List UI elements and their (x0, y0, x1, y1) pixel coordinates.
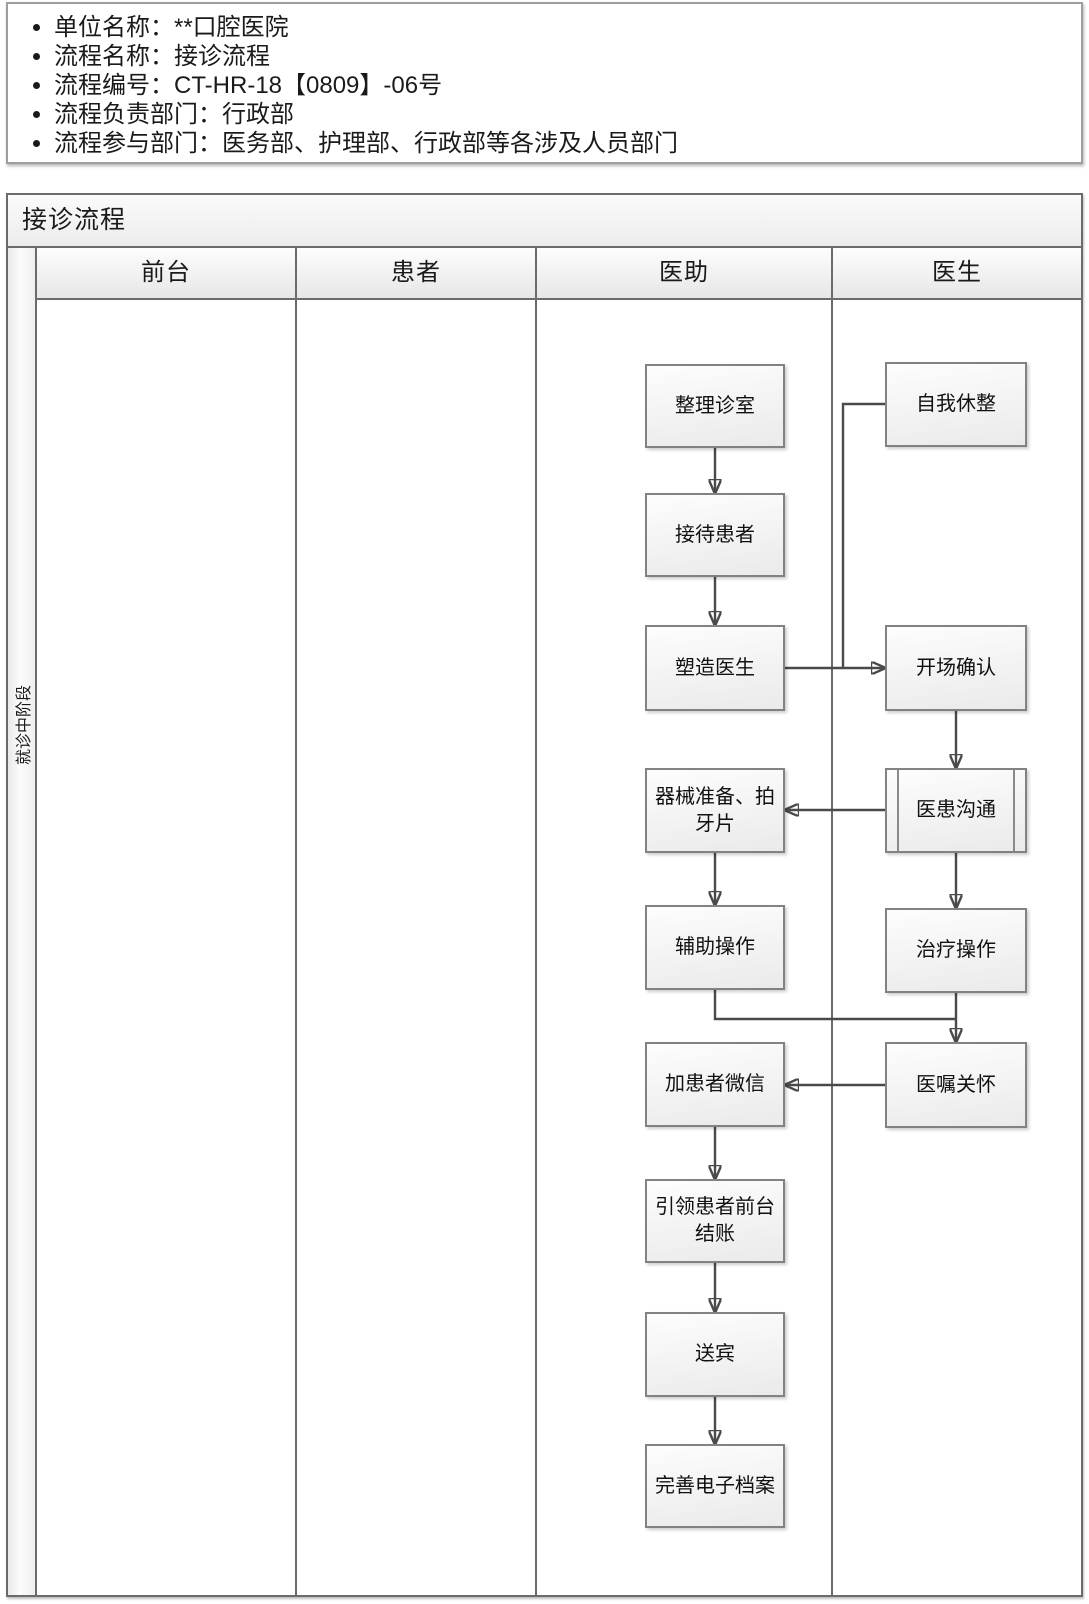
node-label: 辅助操作 (675, 936, 755, 958)
node-complete-electronic-records: 完善电子档案 (645, 1444, 785, 1528)
node-treatment-operation: 治疗操作 (885, 908, 1027, 993)
node-label: 送宾 (695, 1343, 735, 1365)
node-assist-operation: 辅助操作 (645, 905, 785, 990)
node-label: 完善电子档案 (655, 1474, 775, 1497)
process-info-panel: 单位名称：**口腔医院 流程名称：接诊流程 流程编号：CT-HR-18【0809… (6, 2, 1083, 164)
node-label: 器械准备、拍牙片 (655, 785, 775, 835)
lane-header-front-desk: 前台 (37, 248, 295, 300)
phase-strip: 就诊中阶段 (8, 248, 37, 1595)
node-label: 引领患者前台结账 (655, 1196, 775, 1245)
node-doctor-patient-communication: 医患沟通 (885, 768, 1027, 853)
node-send-off-guest: 送宾 (645, 1312, 785, 1397)
node-instrument-prep-xray: 器械准备、拍牙片 (645, 768, 785, 853)
node-label: 接待患者 (675, 523, 755, 546)
info-item-responsible-dept: 流程负责部门：行政部 (54, 100, 1071, 129)
lane-front-desk: 前台 (37, 248, 297, 1595)
node-receive-patient: 接待患者 (645, 493, 785, 577)
node-label: 塑造医生 (675, 656, 755, 679)
flowchart-panel: 接诊流程 就诊中阶段 前台 患者 医助 医生 (6, 193, 1083, 1597)
process-info-list: 单位名称：**口腔医院 流程名称：接诊流程 流程编号：CT-HR-18【0809… (8, 4, 1081, 158)
info-item-process-name: 流程名称：接诊流程 (54, 42, 1071, 71)
info-item-unit-name: 单位名称：**口腔医院 (54, 13, 1071, 42)
lane-header-doctor: 医生 (833, 248, 1081, 300)
node-promote-doctor: 塑造医生 (645, 625, 785, 711)
lane-body-front-desk (37, 300, 295, 1595)
swimlane-grid: 就诊中阶段 前台 患者 医助 医生 (8, 248, 1081, 1595)
node-add-patient-wechat: 加患者微信 (645, 1042, 785, 1127)
lane-body-patient (297, 300, 535, 1595)
node-label: 加患者微信 (665, 1073, 765, 1095)
node-label: 自我休整 (916, 393, 996, 415)
node-label: 开场确认 (916, 656, 996, 679)
node-tidy-room: 整理诊室 (645, 364, 785, 448)
lane-header-assistant: 医助 (537, 248, 831, 300)
info-item-process-number: 流程编号：CT-HR-18【0809】-06号 (54, 71, 1071, 100)
node-self-rest: 自我休整 (885, 362, 1027, 447)
node-medical-advice-care: 医嘱关怀 (885, 1042, 1027, 1128)
node-opening-confirmation: 开场确认 (885, 625, 1027, 711)
node-label: 治疗操作 (916, 939, 996, 961)
lane-patient: 患者 (297, 248, 537, 1595)
info-item-participating-depts: 流程参与部门：医务部、护理部、行政部等各涉及人员部门 (54, 129, 1071, 158)
chart-title: 接诊流程 (8, 195, 1081, 248)
node-label: 医患沟通 (916, 799, 996, 821)
lane-header-patient: 患者 (297, 248, 535, 300)
node-label: 医嘱关怀 (916, 1073, 996, 1096)
phase-label: 就诊中阶段 (15, 684, 33, 766)
node-label: 整理诊室 (675, 394, 755, 417)
node-lead-patient-checkout: 引领患者前台结账 (645, 1179, 785, 1263)
